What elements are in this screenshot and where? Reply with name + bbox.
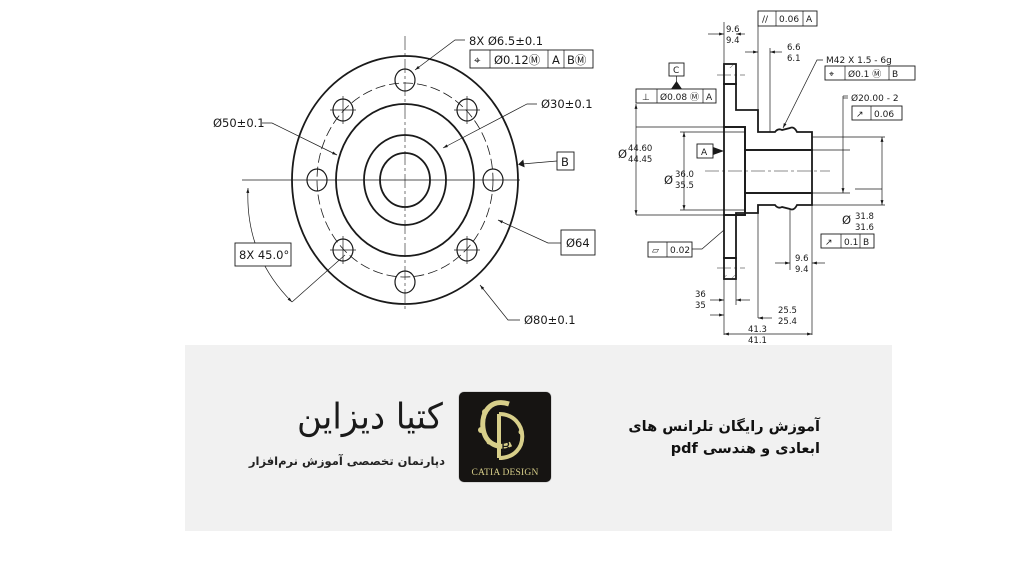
svg-text:⊥: ⊥ bbox=[642, 93, 650, 103]
svg-text:0.02: 0.02 bbox=[670, 246, 690, 256]
svg-text:6.6: 6.6 bbox=[787, 43, 801, 53]
headline: آموزش رایگان تلرانس های ابعادی و هندسی p… bbox=[580, 416, 820, 460]
svg-text:Ø: Ø bbox=[664, 173, 673, 187]
svg-text:41.3: 41.3 bbox=[748, 325, 767, 335]
svg-text:9.6: 9.6 bbox=[795, 254, 809, 264]
svg-text:36.0: 36.0 bbox=[675, 170, 694, 180]
svg-text:31.6: 31.6 bbox=[855, 223, 874, 233]
datum-b-box bbox=[556, 151, 575, 171]
svg-text:A: A bbox=[706, 93, 713, 103]
dim-dia-30: Ø30±0.1 bbox=[541, 97, 593, 111]
bolt-holes bbox=[306, 68, 504, 294]
svg-text:B: B bbox=[863, 238, 869, 248]
svg-text:35.5: 35.5 bbox=[675, 181, 694, 191]
svg-text:⌖: ⌖ bbox=[829, 70, 834, 80]
svg-text:Ø0.12Ⓜ: Ø0.12Ⓜ bbox=[494, 53, 541, 67]
front-view: 8X Ø6.5±0.1 ⌖ Ø0.12Ⓜ A BⓂ Ø50±0.1 Ø30±0.… bbox=[213, 34, 596, 327]
angle-box bbox=[234, 242, 292, 267]
svg-text:25.4: 25.4 bbox=[778, 317, 797, 327]
svg-text:Ø: Ø bbox=[842, 213, 851, 227]
svg-text:6.1: 6.1 bbox=[787, 54, 801, 64]
thread-position-frame: ⌖ Ø0.1 Ⓜ B bbox=[824, 65, 916, 81]
position-tolerance-frame: ⌖ Ø0.12Ⓜ A BⓂ bbox=[469, 49, 594, 69]
svg-text:44.45: 44.45 bbox=[628, 155, 652, 165]
dim-dia-50: Ø50±0.1 bbox=[213, 116, 265, 130]
headline-line-1: آموزش رایگان تلرانس های bbox=[628, 419, 820, 435]
svg-text:A: A bbox=[701, 148, 708, 158]
svg-text:36: 36 bbox=[695, 290, 706, 300]
svg-text:A: A bbox=[806, 15, 813, 25]
logo-caption: CATIA DESIGN bbox=[471, 468, 539, 478]
svg-text:9.4: 9.4 bbox=[795, 265, 809, 275]
svg-text:Ø64: Ø64 bbox=[566, 236, 590, 250]
svg-text:↗: ↗ bbox=[825, 238, 833, 248]
catia-design-logo: B CATIA DESIGN bbox=[459, 392, 551, 482]
brand-tagline: دپارتمان تخصصی آموزش نرم‌افزار bbox=[248, 454, 445, 468]
dim-dia-80: Ø80±0.1 bbox=[524, 313, 576, 327]
svg-text:↗: ↗ bbox=[856, 110, 864, 120]
perpendicularity-frame: ⊥ Ø0.08 Ⓜ A bbox=[635, 88, 717, 104]
svg-text:Ø0.1 Ⓜ: Ø0.1 Ⓜ bbox=[848, 69, 881, 80]
promo-banner: کتیا دیزاین دپارتمان تخصصی آموزش نرم‌افز… bbox=[185, 345, 892, 531]
dim-dia-20: Ø20.00 - 2 bbox=[851, 93, 899, 104]
svg-text:41.1: 41.1 bbox=[748, 336, 767, 345]
hole-callout: 8X Ø6.5±0.1 bbox=[469, 34, 543, 48]
runout-frame-top: ↗ 0.06 bbox=[851, 105, 903, 121]
flatness-frame: ▱ 0.02 bbox=[647, 229, 725, 258]
svg-text:9.6: 9.6 bbox=[726, 25, 740, 35]
svg-text:A: A bbox=[552, 53, 560, 67]
svg-text:B: B bbox=[561, 155, 569, 169]
svg-text:8X 45.0°: 8X 45.0° bbox=[239, 248, 289, 262]
svg-text:9.4: 9.4 bbox=[726, 36, 740, 46]
svg-text:0.06: 0.06 bbox=[779, 15, 799, 25]
section-view: // 0.06 A 9.6 9.4 6.6 6.1 M42 X 1.5 - 6g… bbox=[618, 10, 916, 345]
svg-text:B: B bbox=[892, 70, 898, 80]
svg-text:0.06: 0.06 bbox=[874, 110, 894, 120]
svg-text:Ø0.08 Ⓜ: Ø0.08 Ⓜ bbox=[660, 92, 699, 103]
svg-text:0.1: 0.1 bbox=[844, 238, 858, 248]
svg-text:35: 35 bbox=[695, 301, 706, 311]
svg-text://: // bbox=[762, 15, 769, 25]
thread-callout: M42 X 1.5 - 6g bbox=[826, 56, 892, 66]
svg-text:B: B bbox=[501, 440, 511, 456]
svg-text:25.5: 25.5 bbox=[778, 306, 797, 316]
svg-text:▱: ▱ bbox=[652, 246, 659, 256]
svg-text:Ø: Ø bbox=[618, 147, 627, 161]
cd-monogram-icon: B bbox=[478, 400, 525, 460]
svg-text:C: C bbox=[673, 66, 679, 76]
headline-line-2: ابعادی و هندسی pdf bbox=[670, 441, 820, 457]
position-symbol-icon: ⌖ bbox=[474, 53, 481, 67]
parallelism-frame: // 0.06 A bbox=[757, 10, 818, 27]
bolt-circle-box bbox=[560, 229, 596, 256]
technical-drawing: 8X Ø6.5±0.1 ⌖ Ø0.12Ⓜ A BⓂ Ø50±0.1 Ø30±0.… bbox=[213, 10, 916, 345]
svg-text:BⓂ: BⓂ bbox=[567, 53, 587, 67]
runout-frame-bottom: ↗ 0.1 B bbox=[820, 233, 875, 249]
svg-text:44.60: 44.60 bbox=[628, 144, 652, 154]
brand-name: کتیا دیزاین bbox=[296, 396, 443, 438]
svg-text:31.8: 31.8 bbox=[855, 212, 874, 222]
